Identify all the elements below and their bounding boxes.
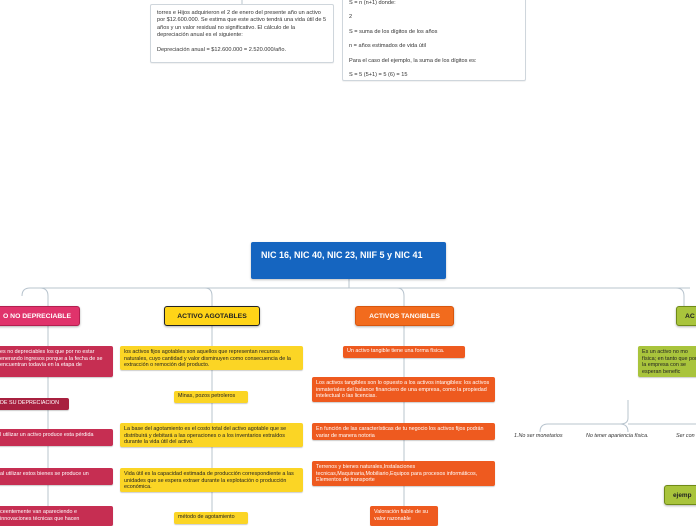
tang-item-text: En función de las características de tu … [316, 426, 484, 439]
tang-item-text: Terrenos y bienes naturales,Instalacione… [316, 464, 478, 484]
connector-main-bus [21, 287, 690, 297]
intang-criteria-3: Ser con [676, 433, 695, 439]
topic-activo-agotables-label: ACTIVO AGOTABLES [177, 312, 247, 320]
agot-item-text: los activos fijos agotables son aquellos… [124, 349, 291, 369]
intang-criteria-2: No tener apariencia física. [586, 433, 649, 439]
tang-item-vs-intangibles[interactable]: Los activos tangibles son lo opuesto a l… [312, 377, 495, 402]
intang-criteria-text: No tener apariencia física. [586, 433, 649, 439]
tang-item-business[interactable]: En función de las características de tu … [312, 423, 495, 440]
agot-item-text: Minas, pozos petroleros [178, 393, 236, 399]
agot-item-method[interactable]: método de agotamiento [174, 512, 248, 524]
no-dep-item-causes[interactable]: DE SU DEPRECIACION [0, 398, 69, 410]
connector-criteria-2 [619, 400, 629, 425]
intang-item-definition[interactable]: Es un activo no mo física; en tanto que … [638, 346, 696, 377]
agot-item-examples[interactable]: Minas, pozos petroleros [174, 391, 248, 403]
topic-no-depreciable-label: O NO DEPRECIABLE [3, 312, 71, 320]
note-formula-line: S = suma de los dígitos de los años [349, 28, 438, 35]
agot-item-base[interactable]: La base del agotamiento es el costo tota… [120, 423, 303, 447]
connector-to-right-topic [675, 287, 685, 306]
note-formula-line: n = años estimados de vida útil [349, 43, 426, 50]
connector-to-agotables [204, 287, 213, 306]
topic-activos-tangibles[interactable]: ACTIVOS TANGIBLES [355, 306, 454, 326]
note-formula-line: Para el caso del ejemplo, la suma de los… [349, 57, 477, 64]
tang-item-text: Los activos tangibles son lo opuesto a l… [316, 380, 490, 400]
no-dep-item-definition[interactable]: es no depreciables los que por no estar … [0, 346, 113, 377]
agot-item-text: Vida útil es la capacidad estimada de pr… [124, 471, 294, 491]
agot-item-definition[interactable]: los activos fijos agotables son aquellos… [120, 346, 303, 370]
note-formula-line: S = 5 (5+1) = 5 (6) = 15 [349, 72, 408, 79]
intang-ejemplo-label: ejemp [673, 491, 692, 499]
agot-item-useful-life[interactable]: Vida útil es la capacidad estimada de pr… [120, 468, 303, 492]
intang-criteria-text: 1.No ser monetarios [514, 433, 563, 439]
intang-ejemplo[interactable]: ejemp [664, 485, 696, 505]
tang-item-examples[interactable]: Terrenos y bienes naturales,Instalacione… [312, 461, 495, 486]
tang-item-text: Valoración fiable de su valor razonable [374, 509, 429, 522]
note-formula-line: S = n (n+1) donde: [349, 0, 396, 6]
connector-criteria-1 [539, 423, 629, 433]
tang-item-valuation[interactable]: Valoración fiable de su valor razonable [370, 506, 438, 526]
no-dep-item-text: l utilizar un activo produce esta pérdid… [0, 432, 94, 438]
note-sum-of-digits: S = n (n+1) donde: 2 S = suma de los díg… [342, 0, 526, 81]
intang-item-text: Es un activo no mo física; en tanto que … [642, 349, 696, 375]
no-dep-item-text: DE SU DEPRECIACION [0, 400, 60, 406]
note-depreciation-example: torres e Hijos adquirieron el 2 de enero… [150, 4, 334, 63]
central-topic[interactable]: NIC 16, NIC 40, NIC 23, NIIF 5 y NIC 41 [251, 242, 446, 279]
intang-criteria-text: Ser con [676, 433, 695, 439]
tang-item-text: Un activo tangible tiene una forma físic… [347, 348, 445, 354]
topic-activo-agotables[interactable]: ACTIVO AGOTABLES [164, 306, 260, 326]
no-dep-item-wear[interactable]: al utilizar estos bienes se produce un [0, 468, 113, 485]
central-topic-title: NIC 16, NIC 40, NIC 23, NIIF 5 y NIC 41 [261, 250, 423, 260]
no-dep-item-text: ceentemente van apareciendo e innovacion… [0, 509, 80, 522]
no-dep-item-text: al utilizar estos bienes se produce un [0, 471, 89, 477]
connector-to-tangibles [396, 287, 405, 306]
note-depreciation-text: torres e Hijos adquirieron el 2 de enero… [157, 10, 327, 54]
intang-criteria-1: 1.No ser monetarios [514, 433, 563, 439]
topic-activos-intangibles-label: AC [685, 312, 695, 320]
topic-activos-tangibles-label: ACTIVOS TANGIBLES [369, 312, 440, 320]
agot-item-text: método de agotamiento [178, 514, 235, 520]
connector-to-no-depreciable [39, 287, 49, 306]
no-dep-item-text: es no depreciables los que por no estar … [0, 349, 103, 369]
topic-activos-intangibles[interactable]: AC [676, 306, 696, 326]
tang-item-physical[interactable]: Un activo tangible tiene una forma físic… [343, 346, 465, 358]
note-formula-line: 2 [349, 14, 353, 21]
no-dep-item-usage-loss[interactable]: l utilizar un activo produce esta pérdid… [0, 429, 113, 446]
agot-item-text: La base del agotamiento es el costo tota… [124, 426, 287, 446]
no-dep-item-obsolescence[interactable]: ceentemente van apareciendo e innovacion… [0, 506, 113, 526]
topic-no-depreciable[interactable]: O NO DEPRECIABLE [0, 306, 80, 326]
